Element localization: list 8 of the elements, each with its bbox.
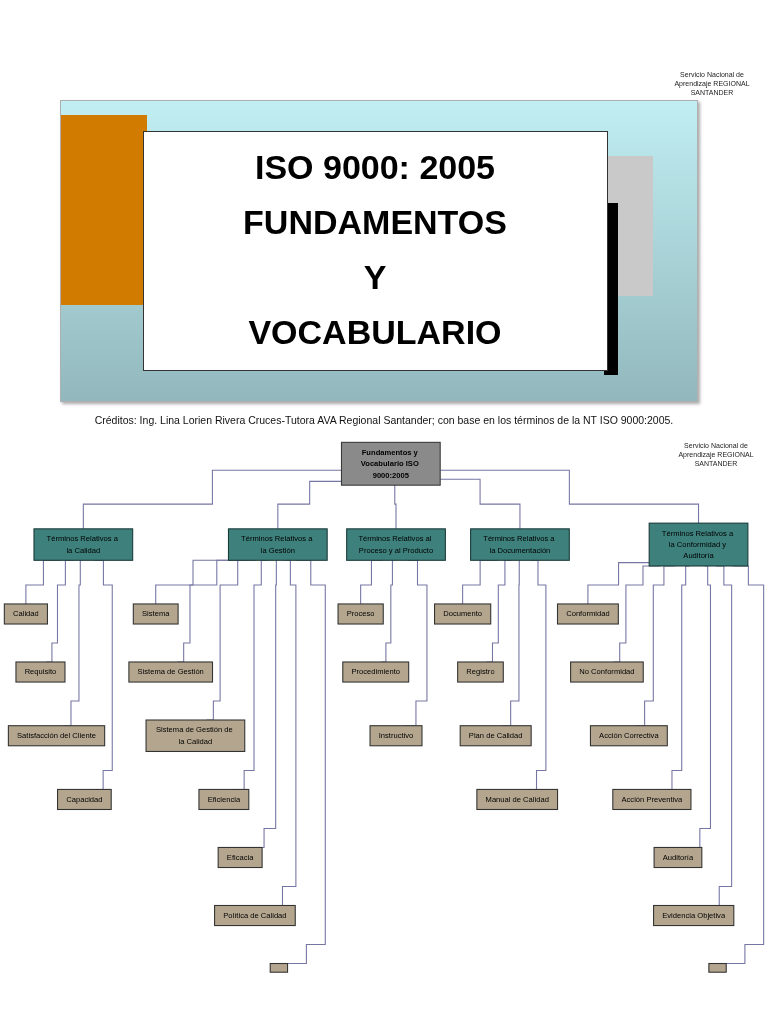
node-box xyxy=(269,963,289,973)
connector xyxy=(286,559,326,965)
credits-caption: Créditos: Ing. Lina Lorien Rivera Cruces-Tutora AVA Regional Santander; con base en los términos de la NT ISO 9000:2005. xyxy=(93,414,675,426)
connector xyxy=(393,484,397,530)
connector xyxy=(587,562,650,605)
slide-title: ISO 9000: 2005 FUNDAMENTOS Y VOCABULARIO xyxy=(242,147,508,353)
node-box xyxy=(708,963,727,973)
connector xyxy=(725,565,765,965)
